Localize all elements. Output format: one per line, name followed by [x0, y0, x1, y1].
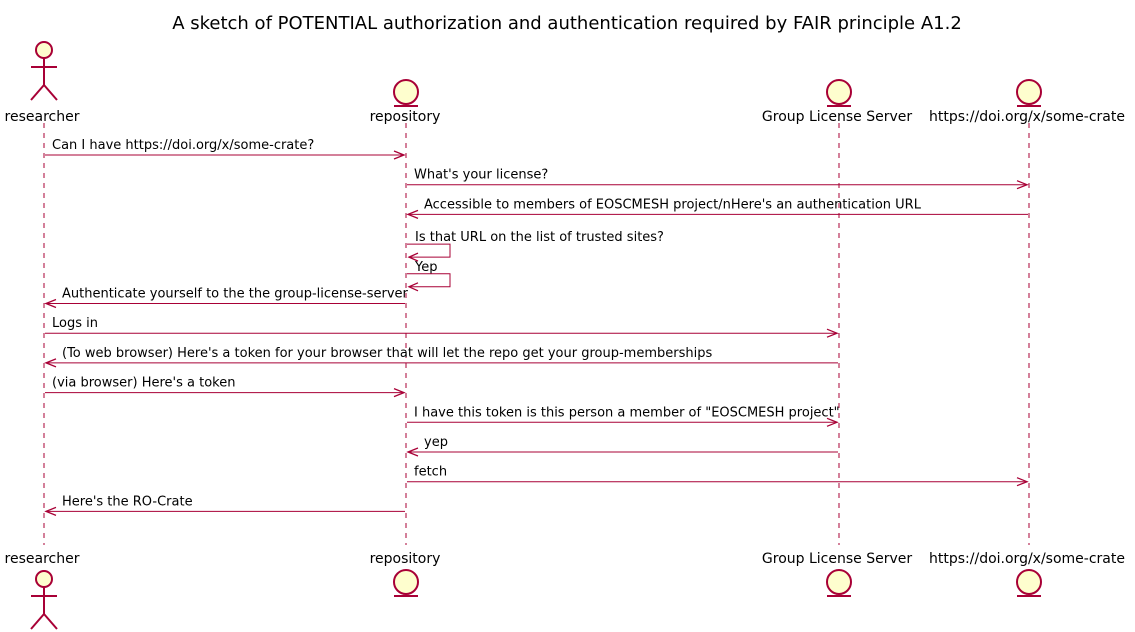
- participant-label: Group License Server: [762, 551, 912, 567]
- message-4: Is that URL on the list of trusted sites…: [407, 230, 664, 262]
- participant-label: repository: [370, 551, 441, 567]
- participant-doi-top: https://doi.org/x/some-crate: [929, 79, 1125, 125]
- message-9: (via browser) Here's a token: [45, 376, 406, 398]
- arrowhead: [393, 387, 406, 398]
- message-label: Logs in: [52, 316, 98, 331]
- participant-label: repository: [370, 109, 441, 125]
- message-8: (To web browser) Here's a token for your…: [44, 346, 838, 368]
- arrowhead: [44, 358, 57, 368]
- arrowhead: [407, 282, 419, 292]
- participant-label: Group License Server: [762, 109, 912, 125]
- message-label: Can I have https://doi.org/x/some-crate?: [52, 138, 314, 153]
- participant-repository-top: repository: [370, 79, 441, 125]
- message-label: Yep: [414, 260, 437, 275]
- entity-icon: [826, 569, 852, 597]
- participant-researcher-top: researcher: [5, 41, 80, 125]
- arrowhead: [1016, 477, 1029, 487]
- message-13: Here's the RO-Crate: [44, 494, 405, 517]
- message-1: Can I have https://doi.org/x/some-crate?: [45, 138, 406, 160]
- message-label: Is that URL on the list of trusted sites…: [415, 230, 664, 245]
- arrowhead: [406, 209, 419, 220]
- message-arrow: [407, 243, 451, 258]
- arrowhead: [826, 417, 839, 427]
- diagram-title: A sketch of POTENTIAL authorization and …: [172, 13, 962, 34]
- message-label: Accessible to members of EOSCMESH projec…: [424, 197, 922, 212]
- message-label: (via browser) Here's a token: [52, 376, 235, 391]
- participant-label: researcher: [5, 109, 80, 125]
- arrowhead: [826, 328, 839, 338]
- participant-label: https://doi.org/x/some-crate: [929, 109, 1125, 125]
- message-12: fetch: [407, 465, 1029, 487]
- entity-icon: [393, 79, 419, 107]
- participant-repository-bottom: repository: [370, 551, 441, 597]
- participant-gls-bottom: Group License Server: [762, 551, 912, 597]
- participant-researcher-bottom: researcher: [5, 551, 80, 630]
- message-5: Yep: [407, 260, 451, 292]
- message-label: Authenticate yourself to the the group-l…: [62, 287, 409, 302]
- message-label: fetch: [414, 465, 447, 480]
- message-arrow: [407, 273, 451, 288]
- entity-icon: [393, 569, 419, 597]
- message-label: yep: [424, 435, 448, 450]
- arrowhead: [44, 506, 57, 517]
- message-11: yep: [406, 435, 838, 457]
- message-label: I have this token is this person a membe…: [414, 405, 840, 420]
- arrowhead: [406, 447, 419, 457]
- actor-icon: [30, 570, 58, 630]
- message-6: Authenticate yourself to the the group-l…: [44, 287, 409, 309]
- message-label: What's your license?: [414, 168, 548, 183]
- actor-icon: [30, 41, 58, 101]
- message-label: Here's the RO-Crate: [62, 494, 193, 509]
- message-label: (To web browser) Here's a token for your…: [62, 346, 712, 361]
- participant-label: https://doi.org/x/some-crate: [929, 551, 1125, 567]
- entity-icon: [1016, 569, 1042, 597]
- participant-gls-top: Group License Server: [762, 79, 912, 125]
- participant-label: researcher: [5, 551, 80, 567]
- arrowhead: [407, 252, 419, 262]
- arrowhead: [44, 298, 57, 309]
- message-10: I have this token is this person a membe…: [407, 405, 840, 427]
- arrowhead: [393, 150, 406, 160]
- arrowhead: [1016, 180, 1029, 190]
- message-3: Accessible to members of EOSCMESH projec…: [406, 197, 1028, 220]
- message-2: What's your license?: [407, 168, 1029, 190]
- message-7: Logs in: [45, 316, 839, 338]
- entity-icon: [1016, 79, 1042, 107]
- entity-icon: [826, 79, 852, 107]
- participant-doi-bottom: https://doi.org/x/some-crate: [929, 551, 1125, 597]
